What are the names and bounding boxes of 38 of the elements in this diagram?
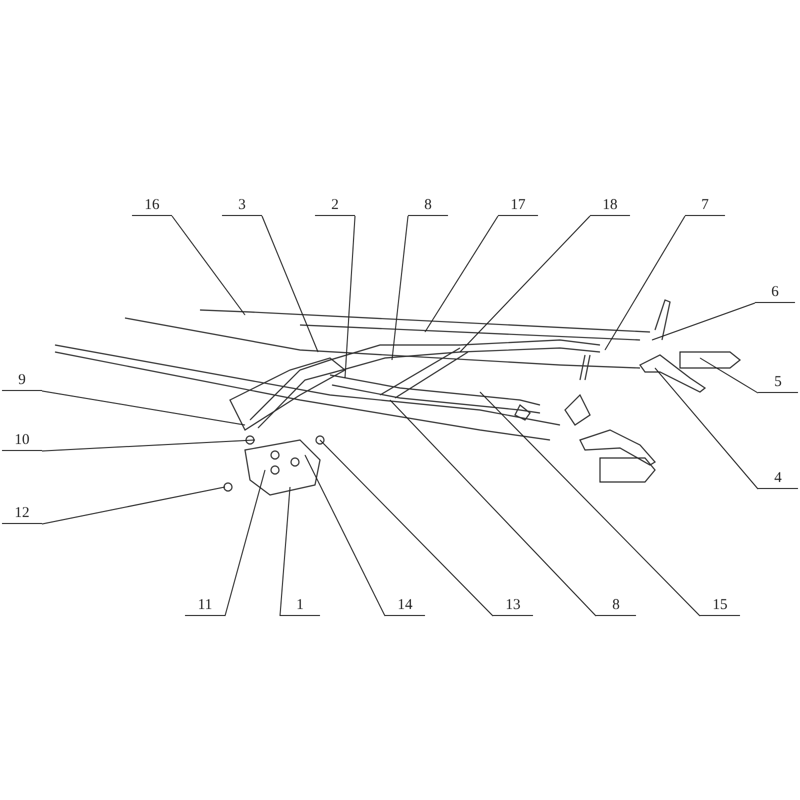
leader-line	[460, 216, 590, 352]
leader-line	[320, 440, 494, 616]
leader-line	[42, 440, 256, 452]
callout-number: 16	[132, 195, 172, 216]
callout-number: 14	[385, 595, 425, 616]
callout-number: 12	[2, 503, 42, 524]
leader-line	[392, 216, 408, 360]
leader-line	[390, 400, 596, 616]
callout-number: 7	[685, 195, 725, 216]
leader-line	[304, 454, 386, 616]
leader-line	[42, 486, 226, 524]
callout-number: 17	[498, 195, 538, 216]
leader-line	[42, 390, 246, 426]
callout-number: 6	[755, 282, 795, 303]
callout-number: 15	[700, 595, 740, 616]
leader-line	[224, 470, 266, 616]
callout-number: 11	[185, 595, 225, 616]
leader-line	[280, 486, 290, 616]
leader-line	[700, 358, 758, 394]
leader-line	[262, 216, 318, 352]
leader-line	[344, 216, 356, 378]
callout-number: 4	[758, 468, 798, 489]
callout-number: 8	[408, 195, 448, 216]
callout-number: 18	[590, 195, 630, 216]
callout-number: 10	[2, 430, 42, 451]
leader-line	[480, 392, 700, 616]
callout-number: 5	[758, 372, 798, 393]
callout-number: 13	[493, 595, 533, 616]
leader-line	[652, 302, 756, 340]
leader-line	[424, 216, 498, 332]
callout-number: 1	[280, 595, 320, 616]
callout-number: 2	[315, 195, 355, 216]
leader-line	[172, 216, 246, 316]
leader-line	[654, 368, 758, 490]
callout-number: 9	[2, 370, 42, 391]
callout-number: 3	[222, 195, 262, 216]
callout-number: 8	[596, 595, 636, 616]
leader-line	[604, 216, 686, 350]
